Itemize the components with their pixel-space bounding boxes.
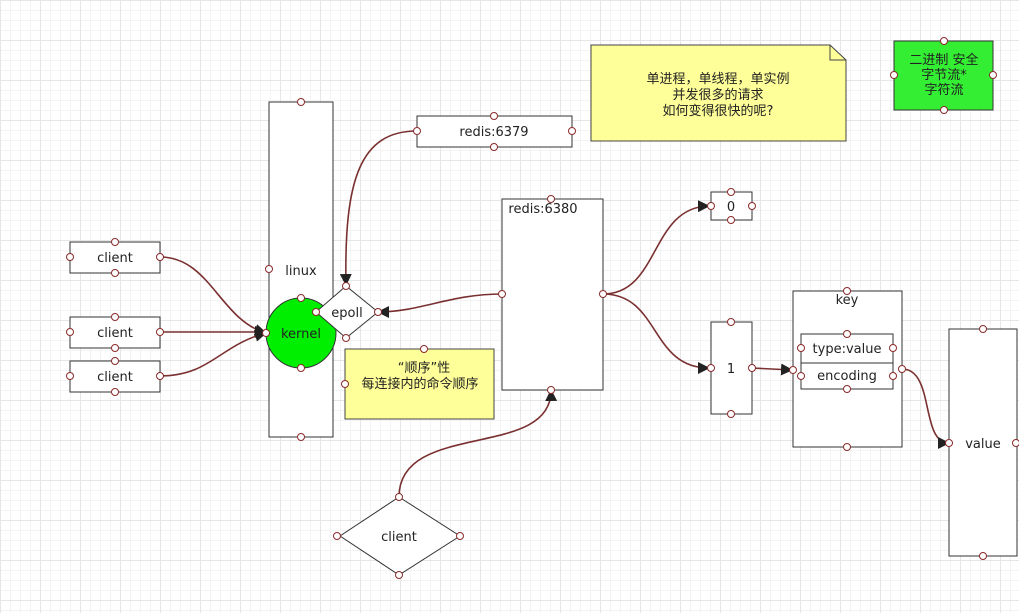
type-value-label: type:value [813,342,882,357]
redis-6379-label: redis:6379 [459,125,528,140]
value-node[interactable]: value [945,325,1019,560]
kernel-label: kernel [281,327,321,342]
redis-6379-node[interactable]: redis:6379 [413,112,576,151]
order-note-line-1: “顺序”性 [398,361,450,376]
question-note-line-1: 单进程，单线程，单实例 [646,72,789,87]
client-node-bottom[interactable]: client [333,493,464,579]
connector-client1-kernel [159,256,267,336]
value-label: value [965,437,1001,452]
kernel-node[interactable]: kernel [262,294,337,372]
connector-redis6380-db1 [602,293,710,374]
db-0-label: 0 [727,200,735,215]
encoding-field[interactable]: encoding [797,362,906,393]
binary-safe-note[interactable]: 二进制 安全 字节流* 字符流 [890,37,997,114]
client-label: client [97,326,133,341]
epoll-node[interactable]: epoll [312,282,382,342]
order-note-line-2: 每连接内的命令顺序 [361,376,478,392]
client-bottom-label: client [381,530,417,545]
client-label: client [97,251,133,266]
binary-note-line-1: 二进制 安全 [909,52,978,68]
connector-redis6380-db0 [602,200,710,295]
order-note[interactable]: “顺序”性 每连接内的命令顺序 [341,345,495,420]
binary-note-line-3: 字符流 [924,82,963,98]
question-note[interactable]: 单进程，单线程，单实例 并发很多的请求 如何变得很快的呢? [590,44,847,142]
client-node-3[interactable]: client [66,357,164,396]
question-note-line-2: 并发很多的请求 [672,87,763,103]
linux-label: linux [285,264,317,279]
connectors [159,130,950,498]
question-note-line-3: 如何变得很快的呢? [663,103,774,119]
connector-redis6380-epoll [377,293,503,318]
connector-client-redis6380 [398,389,558,498]
epoll-label: epoll [331,306,362,321]
type-value-field[interactable]: type:value [797,330,897,364]
linux-node[interactable]: linux [265,98,334,441]
db-0-node[interactable]: 0 [707,188,756,224]
key-label: key [836,293,859,308]
client-node-1[interactable]: client [66,238,164,277]
connector-encoding-value [901,368,950,449]
connector-redis6379-epoll [339,130,418,286]
client-label: client [97,370,133,385]
binary-note-line-2: 字节流* [921,68,967,83]
connector-client3-kernel [159,329,267,377]
redis-6380-label: redis:6380 [508,202,577,217]
redis-6380-node[interactable]: redis:6380 [498,195,607,394]
db-1-node[interactable]: 1 [707,318,756,418]
db-1-label: 1 [727,362,735,377]
client-node-2[interactable]: client [66,313,164,352]
connector-db1-key [751,363,793,376]
encoding-label: encoding [817,369,877,384]
